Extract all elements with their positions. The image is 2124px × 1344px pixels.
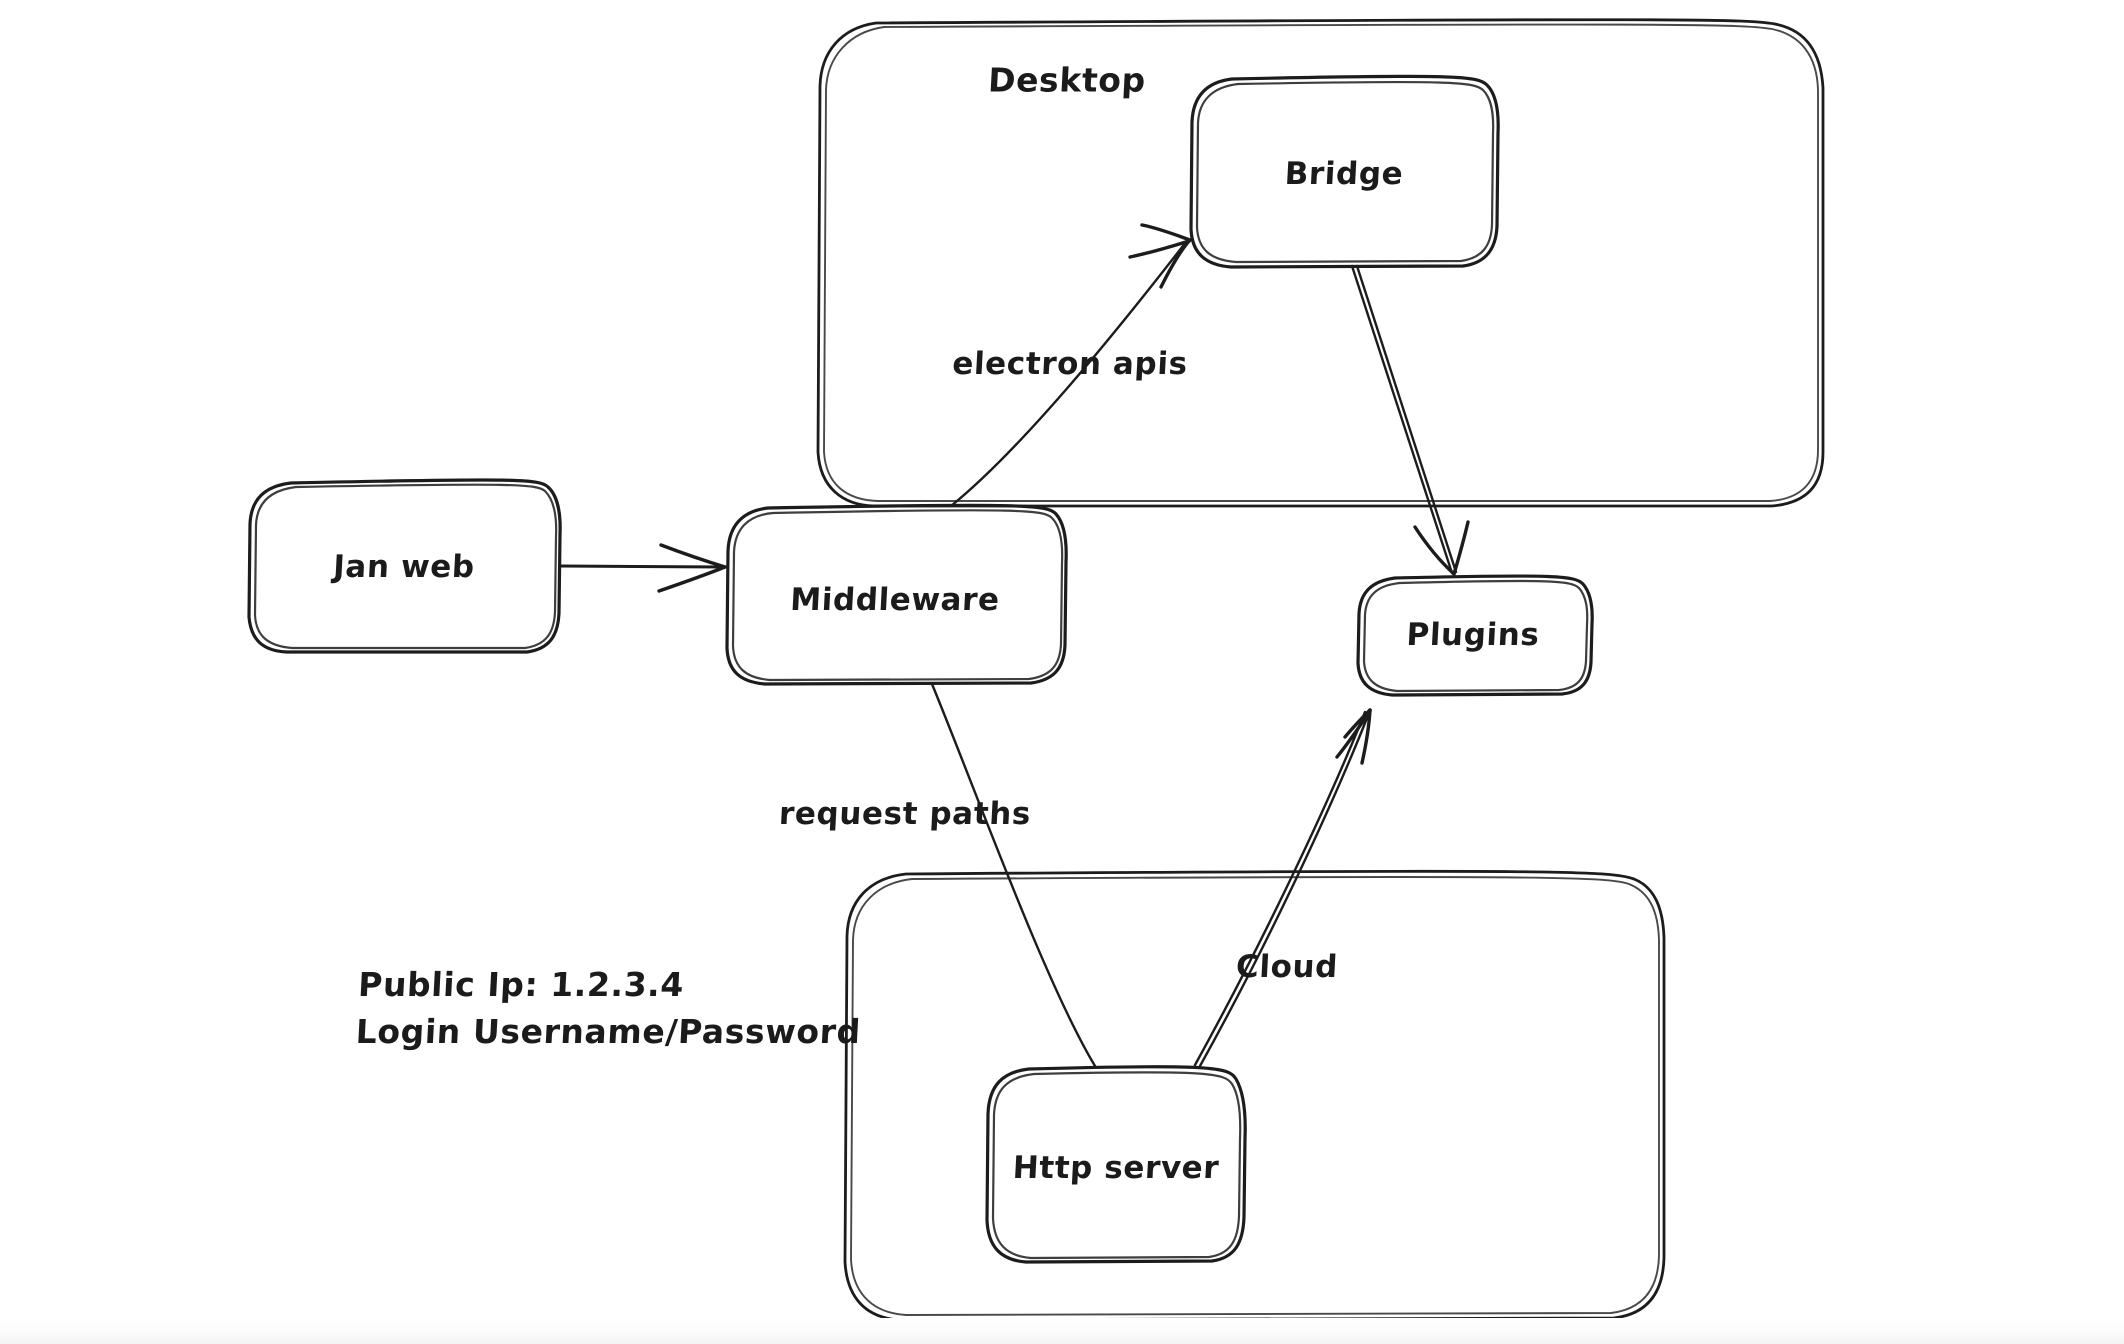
note-line-public-ip: Public Ip: 1.2.3.4 [357,965,686,1004]
group-desktop-container[interactable] [816,18,1825,508]
node-bridge-shape[interactable] [1189,74,1500,269]
node-http-server-shape[interactable] [985,1065,1247,1264]
edge-middleware-to-bridge[interactable] [949,223,1192,508]
node-plugins-shape[interactable] [1356,574,1594,697]
edge-label-electron-apis: electron apis [951,346,1189,382]
edge-janweb-to-middleware[interactable] [559,543,727,593]
group-cloud-container[interactable] [843,869,1666,1322]
group-label-desktop: Desktop [987,60,1147,100]
node-label-http-server: Http server [1011,1150,1221,1186]
note-server-credentials: Public Ip: 1.2.3.4 Login Username/Passwo… [355,962,865,1056]
node-label-bridge: Bridge [1283,156,1405,192]
edge-http-server-to-plugins[interactable] [1193,708,1372,1068]
node-label-middleware: Middleware [789,582,1001,618]
edge-label-request-paths: request paths [778,796,1032,832]
note-line-login: Login Username/Password [354,1011,862,1051]
node-label-jan-web: Jan web [332,549,476,585]
edge-bridge-to-plugins[interactable] [1350,264,1470,576]
node-label-plugins: Plugins [1405,617,1541,653]
node-middleware-shape[interactable] [725,503,1068,686]
node-jan-web-shape[interactable] [247,478,562,654]
edge-label-cloud: Cloud [1235,949,1339,985]
edge-middleware-to-http-server[interactable] [930,682,1097,1068]
